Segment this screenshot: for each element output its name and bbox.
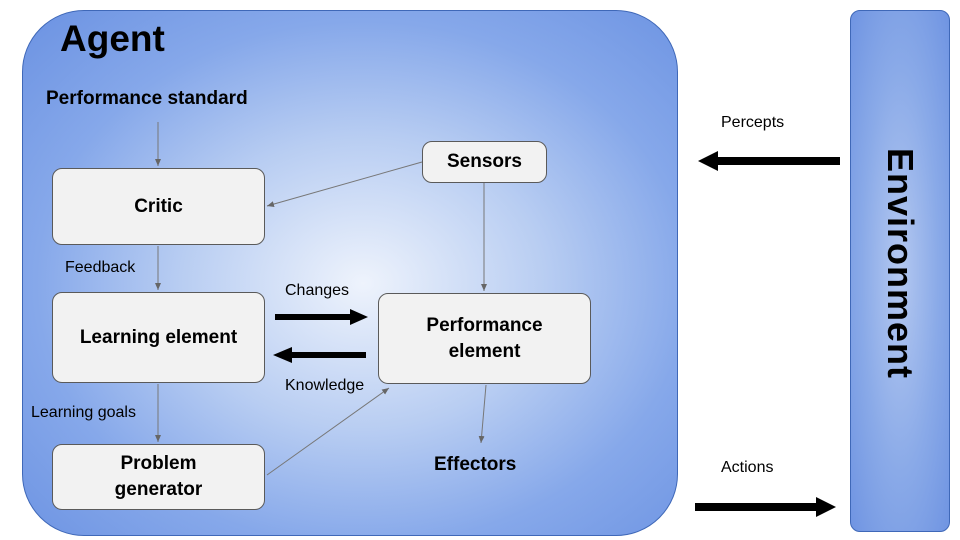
problem-generator-label: Problem generator — [114, 453, 203, 500]
learning-element-node: Learning element — [52, 292, 265, 383]
knowledge-arrow — [273, 347, 366, 363]
performance-element-label: Performance element — [426, 314, 543, 362]
agent-title: Agent — [60, 18, 165, 59]
learning-goals-label: Learning goals — [31, 404, 136, 421]
problem-generator-node: Problem generator — [52, 444, 265, 510]
learning-element-label: Learning element — [79, 326, 238, 348]
feedback-label: Feedback — [65, 259, 136, 276]
sensors-to-critic-line — [266, 161, 423, 207]
environment-label-wrap: Environment — [850, 10, 950, 532]
generator-to-performance-line — [266, 387, 390, 476]
performance-standard-label: Performance standard — [46, 88, 248, 109]
environment-title: Environment — [880, 148, 921, 380]
sensors-node: Sensors — [422, 141, 547, 183]
performance-element-node: Performance element — [378, 293, 591, 384]
changes-arrow — [275, 309, 368, 325]
environment-container — [850, 10, 950, 532]
effectors-label: Effectors — [434, 454, 517, 475]
knowledge-label: Knowledge — [285, 377, 365, 394]
percepts-arrow — [698, 151, 840, 171]
percepts-label: Percepts — [721, 114, 785, 131]
changes-label: Changes — [285, 282, 350, 299]
performance-to-effectors-line — [478, 384, 487, 444]
sensors-label: Sensors — [447, 151, 522, 172]
actions-label: Actions — [721, 459, 774, 476]
critic-label: Critic — [134, 195, 183, 217]
actions-arrow — [695, 497, 836, 517]
critic-node: Critic — [52, 168, 265, 245]
